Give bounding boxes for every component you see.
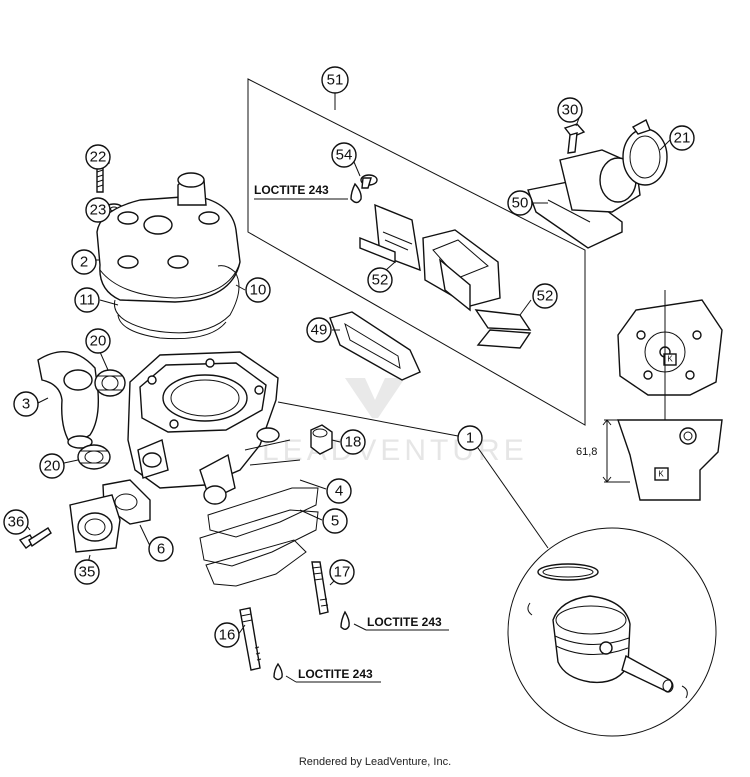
callout-35: 35 xyxy=(74,559,100,585)
callout-4: 4 xyxy=(326,478,352,504)
cylinder-base-gasket-lower xyxy=(199,509,319,567)
callout-21: 21 xyxy=(669,125,695,151)
intake-flange xyxy=(69,494,121,553)
callout-number: 21 xyxy=(674,130,691,147)
callout-number: 36 xyxy=(8,514,25,531)
piston-detail xyxy=(507,527,717,737)
o-ring-outer xyxy=(113,265,240,334)
callout-number: 52 xyxy=(537,288,554,305)
callout-20-upper: 20 xyxy=(85,328,111,354)
callout-number: 11 xyxy=(79,292,95,309)
callout-number: 16 xyxy=(219,627,236,644)
reed-valve-gasket xyxy=(329,311,421,381)
loctite-drop-icon xyxy=(340,610,350,630)
callout-number: 6 xyxy=(157,541,165,558)
intake-manifold xyxy=(527,149,641,249)
callout-number: 10 xyxy=(250,282,267,299)
cylinder xyxy=(127,351,301,505)
callout-36: 36 xyxy=(3,509,29,535)
manifold-clamp xyxy=(622,119,668,186)
reed-valve-petals-upper xyxy=(359,203,421,272)
callout-number: 49 xyxy=(311,322,328,339)
callout-52-upper: 52 xyxy=(367,267,393,293)
circlip-right xyxy=(681,685,688,699)
cylinder-head xyxy=(96,172,241,303)
height-dimension: 61,8 xyxy=(576,446,597,458)
callout-17: 17 xyxy=(329,559,355,585)
reed-valve-screw xyxy=(360,174,378,189)
cylinder-base-gasket-upper xyxy=(207,487,319,538)
callout-3: 3 xyxy=(13,391,39,417)
callout-number: 5 xyxy=(331,513,339,530)
callout-23: 23 xyxy=(85,197,111,223)
callout-30: 30 xyxy=(557,97,583,123)
loctite-label-reed-screw: LOCTITE 243 xyxy=(254,183,329,197)
o-ring-inner xyxy=(117,314,227,340)
cylinder-section-view: K 61,8 xyxy=(576,419,723,501)
callout-10: 10 xyxy=(245,277,271,303)
callout-number: 23 xyxy=(90,202,107,219)
leader-lines xyxy=(23,93,671,636)
callout-52-lower: 52 xyxy=(532,283,558,309)
callout-49: 49 xyxy=(306,317,332,343)
intake-elbow-hose xyxy=(37,351,100,449)
callout-5: 5 xyxy=(322,508,348,534)
callout-54: 54 xyxy=(331,142,357,168)
stud-long xyxy=(311,561,329,615)
callout-6: 6 xyxy=(148,536,174,562)
k-mark-bottom: K xyxy=(658,470,664,479)
cylinder-nut xyxy=(310,424,333,455)
reed-valve-petals-lower xyxy=(474,309,532,349)
cylinder-head-top-view: K xyxy=(617,290,723,420)
callout-number: 50 xyxy=(512,195,529,212)
callout-22: 22 xyxy=(85,144,111,170)
cylinder-base-gasket-bottom xyxy=(205,539,307,587)
loctite-drop-icon xyxy=(273,662,283,681)
callout-number: 1 xyxy=(466,430,474,447)
flange-screw xyxy=(18,527,52,549)
callout-2: 2 xyxy=(71,249,97,275)
watermark: LEADVENTURE xyxy=(262,378,524,467)
loctite-label-stud-16: LOCTITE 243 xyxy=(298,667,373,681)
reed-valve-group-frame xyxy=(247,78,586,426)
callout-number: 54 xyxy=(336,147,353,164)
callout-number: 3 xyxy=(22,396,30,413)
callout-11: 11 xyxy=(74,287,100,313)
callout-number: 17 xyxy=(334,564,351,581)
reed-valve-body xyxy=(422,229,501,312)
callout-51: 51 xyxy=(321,66,349,94)
manifold-bolt xyxy=(563,123,586,154)
callout-number: 4 xyxy=(335,483,343,500)
loctite-label-stud-17: LOCTITE 243 xyxy=(367,615,442,629)
piston xyxy=(552,595,631,684)
callout-number: 18 xyxy=(345,434,362,451)
stud-short xyxy=(239,607,262,671)
callout-50: 50 xyxy=(507,190,533,216)
callout-1: 1 xyxy=(457,425,483,451)
circlip-left xyxy=(527,602,533,616)
callout-number: 35 xyxy=(79,564,96,581)
callout-number: 20 xyxy=(44,458,61,475)
callout-number: 30 xyxy=(562,102,579,119)
piston-pin xyxy=(621,654,673,693)
callout-number: 2 xyxy=(80,254,88,271)
callout-number: 51 xyxy=(327,72,344,89)
piston-ring xyxy=(537,563,599,581)
callout-18: 18 xyxy=(340,429,366,455)
callout-number: 22 xyxy=(90,149,107,166)
k-mark-top: K xyxy=(667,355,673,364)
loctite-leaders xyxy=(254,198,449,683)
callout-number: 20 xyxy=(90,333,107,350)
footer-credit: Rendered by LeadVenture, Inc. xyxy=(298,756,452,768)
callout-number: 52 xyxy=(372,272,389,289)
callout-16: 16 xyxy=(214,622,240,648)
callout-20-lower: 20 xyxy=(39,453,65,479)
loctite-drop-icon xyxy=(350,182,362,204)
hose-clamp-lower xyxy=(77,444,111,470)
hose-clamp-upper xyxy=(94,369,126,397)
